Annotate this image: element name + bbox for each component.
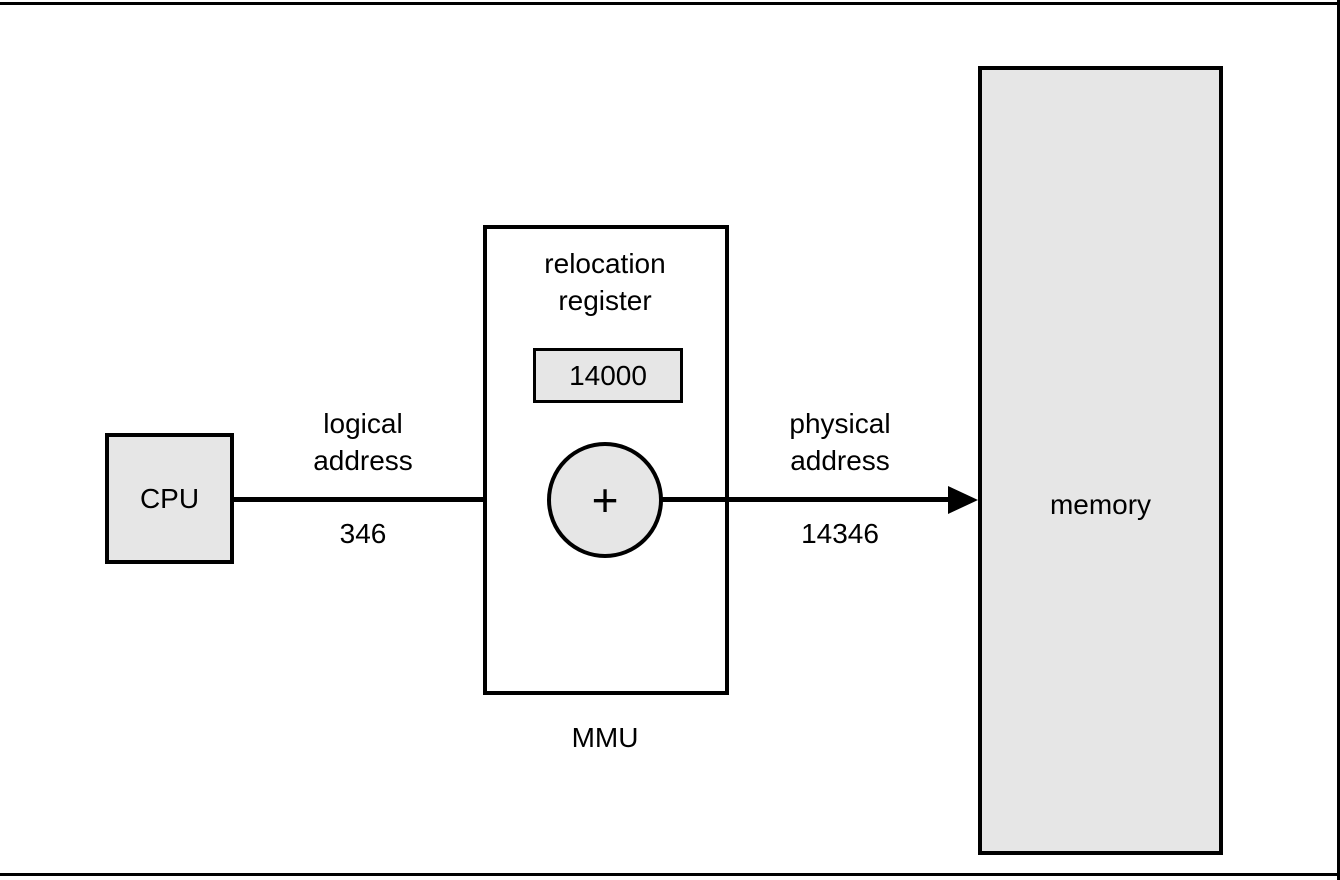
frame-bottom-border — [0, 873, 1340, 876]
physical-address-arrow-line — [659, 497, 950, 502]
memory-box — [978, 66, 1223, 855]
logical-address-caption: logical address — [263, 405, 463, 479]
frame-right-border — [1337, 0, 1340, 880]
logical-address-value: 346 — [339, 518, 387, 549]
logical-address-caption-line2: address — [313, 445, 413, 476]
physical-address-caption-line2: address — [790, 445, 890, 476]
physical-address-caption: physical address — [740, 405, 940, 479]
physical-address-arrowhead-icon — [948, 486, 978, 514]
physical-address-caption-line1: physical — [789, 408, 891, 439]
logical-address-arrow-line — [233, 497, 519, 502]
relocation-register-caption-line1: relocation — [544, 248, 666, 279]
relocation-register-caption: relocation register — [505, 245, 705, 319]
relocation-register-caption-line2: register — [558, 285, 652, 316]
physical-address-value: 14346 — [801, 518, 879, 549]
cpu-box: CPU — [105, 433, 234, 564]
cpu-label: CPU — [139, 482, 200, 514]
frame-top-border — [0, 2, 1340, 5]
adder-circle: + — [547, 442, 663, 558]
relocation-register-box: 14000 — [533, 348, 683, 403]
plus-icon: + — [591, 474, 619, 526]
mmu-label: MMU — [571, 722, 639, 753]
logical-address-caption-line1: logical — [323, 408, 403, 439]
memory-label: memory — [1049, 489, 1152, 520]
relocation-register-value: 14000 — [569, 359, 647, 391]
